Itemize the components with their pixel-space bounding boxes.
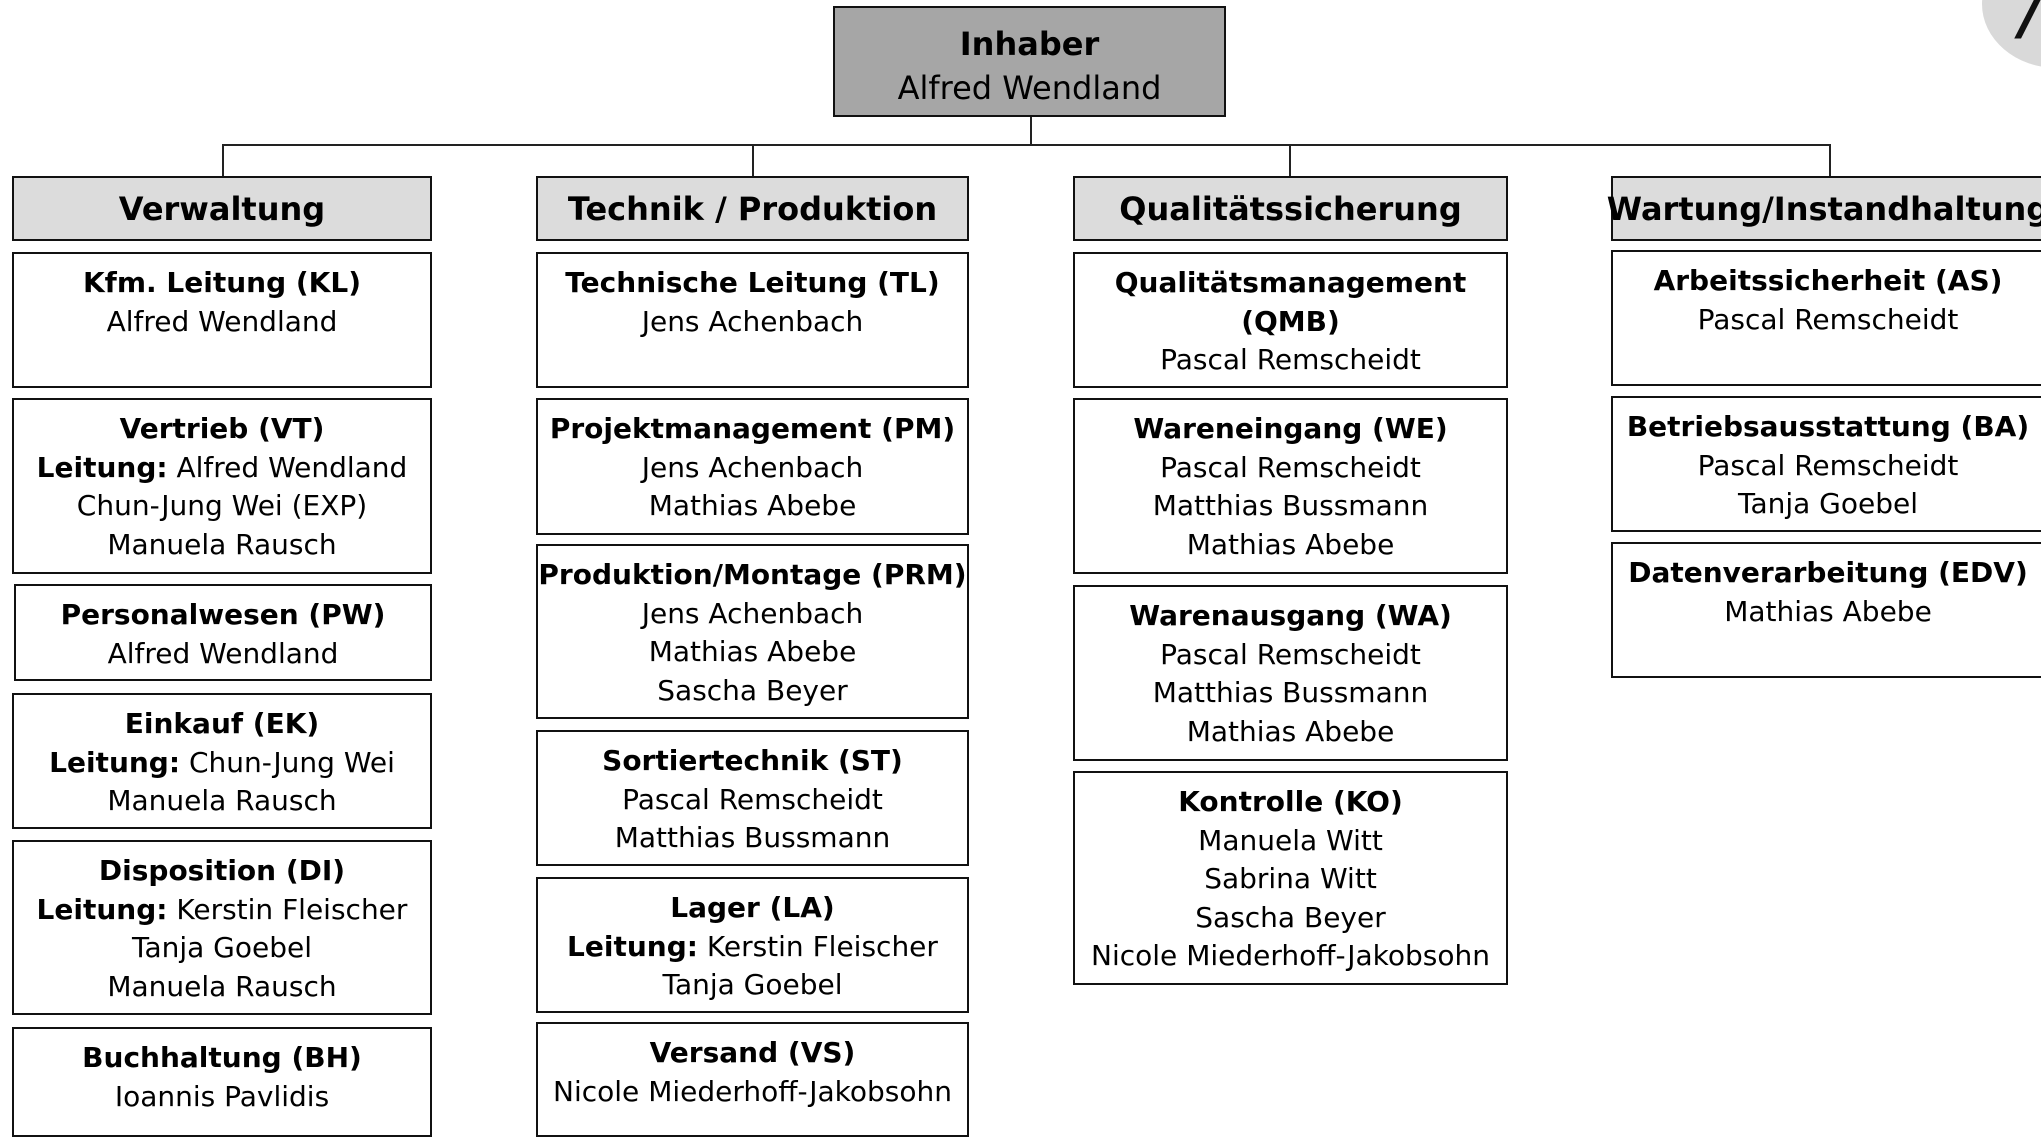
unit-member: Pascal Remscheidt bbox=[1697, 302, 1959, 336]
unit-box-wa: Warenausgang (WA) Pascal Remscheidt Matt… bbox=[1073, 585, 1508, 761]
unit-member: Tanja Goebel bbox=[131, 931, 313, 964]
unit-title: Warenausgang (WA) bbox=[1129, 599, 1452, 632]
unit-member: Alfred Wendland bbox=[107, 636, 339, 670]
unit-box-we: Wareneingang (WE) Pascal Remscheidt Matt… bbox=[1073, 398, 1508, 574]
corner-glyph: / bbox=[2020, 0, 2041, 48]
unit-member: Jens Achenbach bbox=[641, 596, 864, 630]
unit-member: Nicole Miederhoff-Jakobsohn bbox=[553, 1074, 952, 1108]
unit-box-di: Disposition (DI) Leitung: Kerstin Fleisc… bbox=[12, 840, 432, 1015]
unit-lead-line: Leitung: Alfred Wendland bbox=[14, 449, 430, 488]
lead-name: Chun-Jung Wei bbox=[180, 745, 395, 779]
unit-box-prm: Produktion/Montage (PRM) Jens Achenbach … bbox=[536, 544, 969, 719]
lead-label: Leitung: bbox=[36, 892, 168, 926]
unit-lead-line: Leitung: Kerstin Fleischer bbox=[538, 928, 967, 967]
unit-box-edv: Datenverarbeitung (EDV) Mathias Abebe bbox=[1611, 542, 2041, 678]
unit-member: Mathias Abebe bbox=[1186, 714, 1395, 748]
unit-box-pm: Projektmanagement (PM) Jens Achenbach Ma… bbox=[536, 398, 969, 535]
unit-box-pw: Personalwesen (PW) Alfred Wendland bbox=[14, 584, 432, 681]
lead-label: Leitung: bbox=[567, 929, 698, 963]
unit-member: Matthias Bussmann bbox=[1152, 489, 1429, 522]
unit-member: Mathias Abebe bbox=[648, 489, 857, 522]
unit-member: Manuela Rausch bbox=[107, 969, 337, 1003]
unit-title: Arbeitssicherheit (AS) bbox=[1653, 264, 2003, 297]
unit-member: Alfred Wendland bbox=[106, 304, 338, 338]
unit-member: Nicole Miederhoff-Jakobsohn bbox=[1091, 939, 1490, 972]
unit-member: Sascha Beyer bbox=[1195, 900, 1386, 934]
unit-member: Matthias Bussmann bbox=[1152, 676, 1429, 709]
unit-box-la: Lager (LA) Leitung: Kerstin Fleischer Ta… bbox=[536, 877, 969, 1013]
unit-member: Jens Achenbach bbox=[641, 304, 864, 338]
unit-title: Datenverarbeitung (EDV) bbox=[1628, 556, 2028, 589]
unit-member: Manuela Witt bbox=[1198, 823, 1383, 857]
lead-name: Kerstin Fleischer bbox=[167, 892, 408, 926]
unit-member: Jens Achenbach bbox=[641, 450, 864, 484]
unit-title: Kfm. Leitung (KL) bbox=[82, 266, 362, 299]
unit-member: Manuela Rausch bbox=[107, 527, 337, 561]
unit-box-kl: Kfm. Leitung (KL) Alfred Wendland bbox=[12, 252, 432, 388]
unit-member: Pascal Remscheidt bbox=[622, 782, 883, 816]
unit-title: Personalwesen (PW) bbox=[60, 598, 386, 631]
lead-name: Alfred Wendland bbox=[167, 450, 408, 484]
unit-title: Projektmanagement (PM) bbox=[549, 412, 956, 445]
unit-member: Pascal Remscheidt bbox=[1160, 343, 1421, 376]
connector-technik bbox=[752, 144, 754, 176]
unit-title: Wareneingang (WE) bbox=[1133, 412, 1448, 445]
unit-title: Kontrolle (KO) bbox=[1178, 785, 1403, 818]
unit-member: Matthias Bussmann bbox=[614, 821, 891, 854]
unit-member: Mathias Abebe bbox=[648, 635, 857, 668]
unit-member: Tanja Goebel bbox=[662, 968, 843, 1001]
unit-box-vt: Vertrieb (VT) Leitung: Alfred Wendland C… bbox=[12, 398, 432, 574]
unit-box-ko: Kontrolle (KO) Manuela Witt Sabrina Witt… bbox=[1073, 771, 1508, 985]
unit-member: Chun-Jung Wei (EXP) bbox=[76, 489, 368, 522]
connector-verwaltung bbox=[222, 144, 224, 176]
root-title: Inhaber bbox=[959, 25, 1100, 63]
unit-title: Technische Leitung (TL) bbox=[565, 266, 940, 299]
unit-title: Lager (LA) bbox=[670, 891, 835, 924]
unit-box-as: Arbeitssicherheit (AS) Pascal Remscheidt bbox=[1611, 250, 2041, 386]
unit-title: Disposition (DI) bbox=[98, 854, 346, 887]
unit-title: Vertrieb (VT) bbox=[119, 412, 325, 445]
unit-member: Ioannis Pavlidis bbox=[114, 1079, 330, 1113]
unit-title: Buchhaltung (BH) bbox=[82, 1041, 362, 1074]
unit-title: Qualitätsmanagement (QMB) bbox=[1114, 266, 1467, 338]
unit-member: Pascal Remscheidt bbox=[1160, 450, 1421, 484]
unit-member: Sascha Beyer bbox=[657, 673, 848, 707]
unit-title: Versand (VS) bbox=[649, 1036, 856, 1069]
department-header-wartung: Wartung/Instandhaltung bbox=[1607, 176, 2041, 241]
root-owner-box: Inhaber Alfred Wendland bbox=[833, 6, 1226, 117]
unit-member: Pascal Remscheidt bbox=[1160, 637, 1421, 671]
unit-box-st: Sortiertechnik (ST) Pascal Remscheidt Ma… bbox=[536, 730, 969, 866]
unit-lead-line: Leitung: Chun-Jung Wei bbox=[14, 744, 430, 783]
unit-member: Pascal Remscheidt bbox=[1697, 448, 1959, 482]
lead-label: Leitung: bbox=[49, 745, 181, 779]
unit-box-vs: Versand (VS) Nicole Miederhoff-Jakobsohn bbox=[536, 1022, 969, 1137]
unit-member: Mathias Abebe bbox=[1186, 527, 1395, 561]
unit-member: Sabrina Witt bbox=[1204, 862, 1377, 895]
unit-title: Sortiertechnik (ST) bbox=[602, 744, 903, 777]
unit-box-tl: Technische Leitung (TL) Jens Achenbach bbox=[536, 252, 969, 388]
unit-title: Produktion/Montage (PRM) bbox=[538, 558, 967, 591]
unit-box-ba: Betriebsausstattung (BA) Pascal Remschei… bbox=[1611, 396, 2041, 532]
connector-qualitaet bbox=[1289, 144, 1291, 176]
unit-lead-line: Leitung: Kerstin Fleischer bbox=[14, 891, 430, 930]
lead-label: Leitung: bbox=[36, 450, 168, 484]
unit-title: Einkauf (EK) bbox=[124, 707, 320, 740]
unit-box-qmb: Qualitätsmanagement (QMB) Pascal Remsche… bbox=[1073, 252, 1508, 388]
department-header-qualitaet: Qualitätssicherung bbox=[1073, 176, 1508, 241]
unit-title: Betriebsausstattung (BA) bbox=[1626, 410, 2030, 443]
lead-name: Kerstin Fleischer bbox=[697, 929, 938, 963]
department-header-verwaltung: Verwaltung bbox=[12, 176, 432, 241]
connector-horizontal bbox=[222, 144, 1831, 146]
unit-box-ek: Einkauf (EK) Leitung: Chun-Jung Wei Manu… bbox=[12, 693, 432, 829]
unit-member: Mathias Abebe bbox=[1724, 594, 1932, 628]
root-name: Alfred Wendland bbox=[897, 69, 1162, 107]
unit-member: Manuela Rausch bbox=[107, 784, 337, 817]
connector-root-stem bbox=[1030, 117, 1032, 145]
unit-box-bh: Buchhaltung (BH) Ioannis Pavlidis bbox=[12, 1027, 432, 1137]
department-header-technik: Technik / Produktion bbox=[536, 176, 969, 241]
unit-member: Tanja Goebel bbox=[1737, 487, 1919, 520]
connector-wartung bbox=[1829, 144, 1831, 176]
